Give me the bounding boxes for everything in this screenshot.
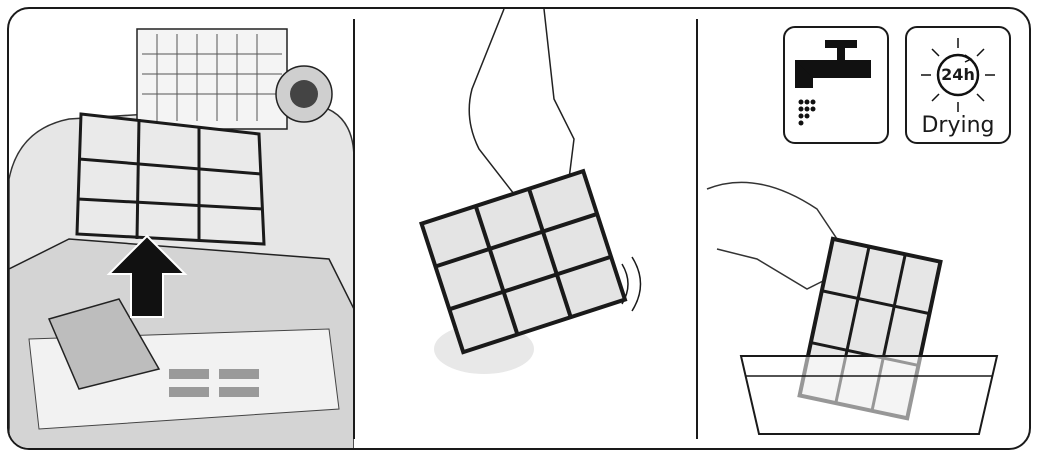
- vacuum-interior-illustration: [9, 9, 354, 450]
- instruction-frame: 24h Drying: [7, 7, 1031, 450]
- hand-shaking-filter-illustration: [354, 9, 697, 450]
- rinse-filter-illustration: [697, 9, 1031, 450]
- motion-lines-icon: [622, 257, 641, 311]
- panel-tap-out-filter: [354, 9, 697, 448]
- panel-rinse-filter: 24h Drying: [697, 9, 1031, 448]
- panel-remove-filter: [9, 9, 354, 448]
